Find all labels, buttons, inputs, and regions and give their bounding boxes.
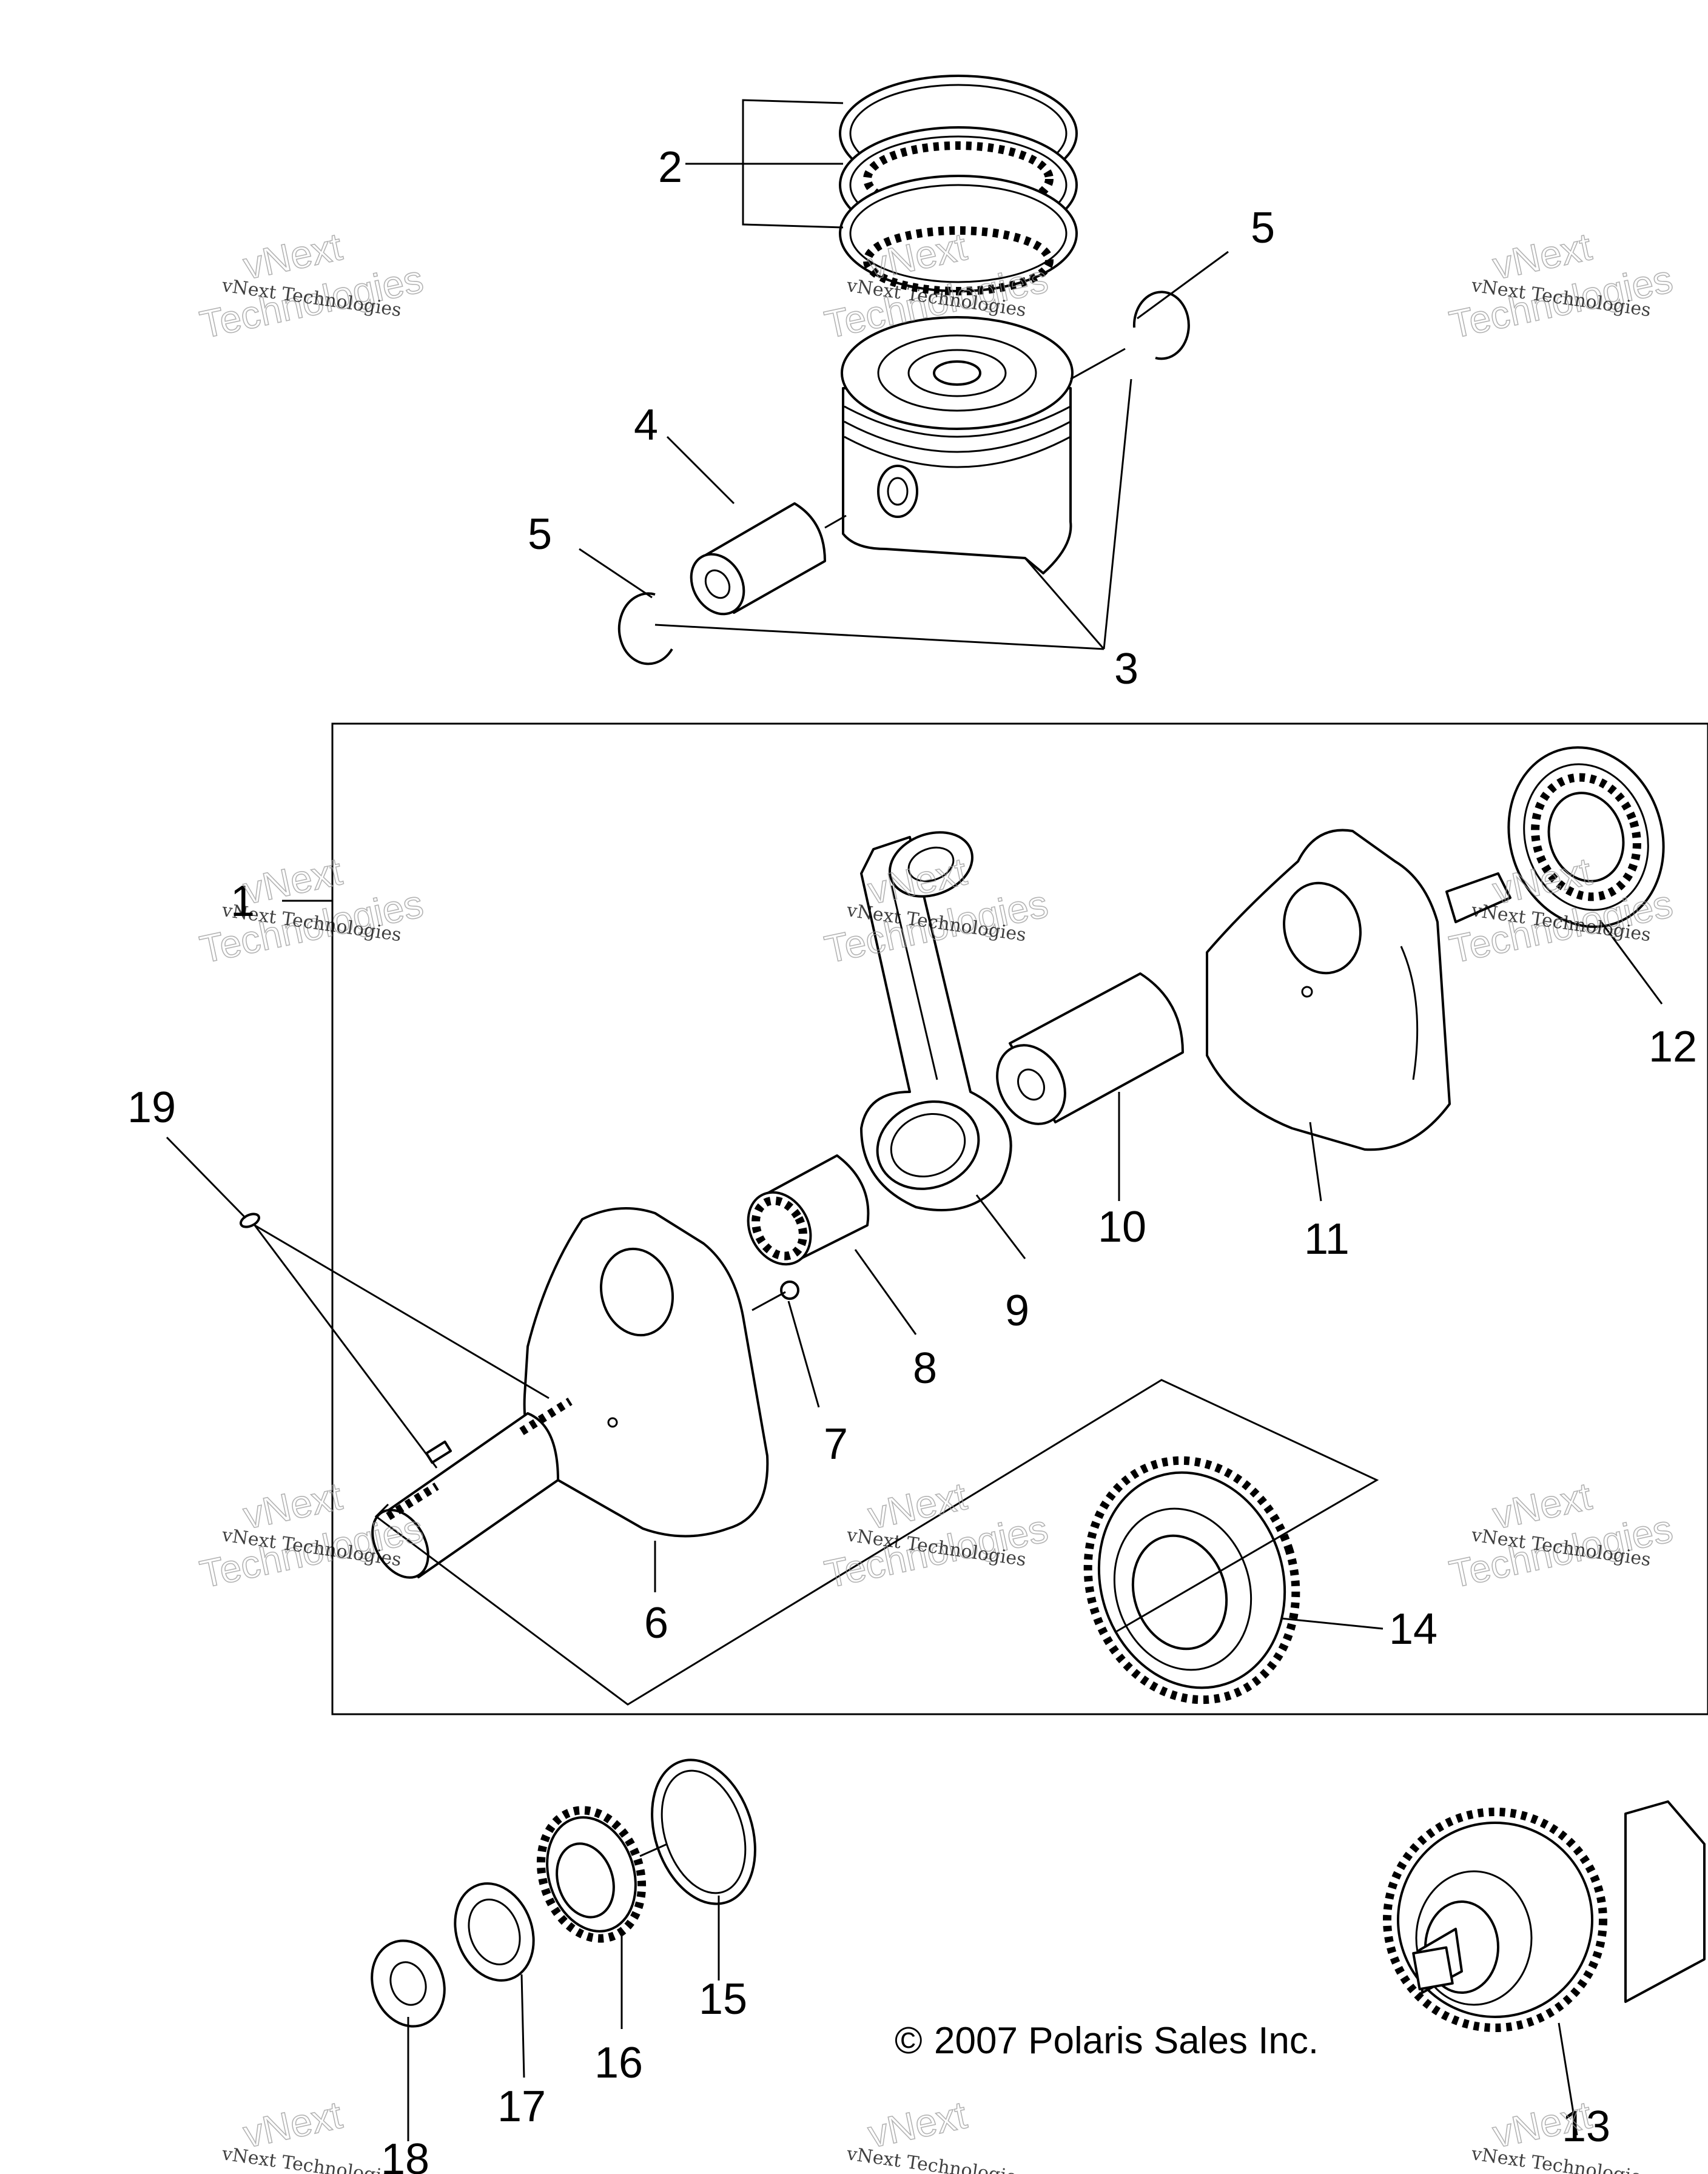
callout-8: 8 xyxy=(913,1344,937,1393)
svg-text:vNext Technologies: vNext Technologies xyxy=(845,2143,1027,2174)
callout-5: 5 xyxy=(1251,204,1275,252)
callout-6: 6 xyxy=(644,1599,668,1647)
circlip-right xyxy=(1132,291,1190,360)
watermark: vNext vNext Technologies xyxy=(845,2092,1027,2174)
callout-3: 3 xyxy=(1114,645,1138,693)
piston-pin xyxy=(690,502,847,616)
piston-rings xyxy=(839,75,1078,295)
crank-pin xyxy=(996,972,1184,1125)
crankshaft-half-left xyxy=(371,1207,769,1579)
callout-12: 12 xyxy=(1649,1023,1697,1071)
copyright-notice: © 2007 Polaris Sales Inc. xyxy=(895,2020,1319,2062)
watermark: vNext Technologies vNext Technologies xyxy=(1445,224,1677,347)
callout-1: 1 xyxy=(230,877,255,926)
callout-19: 19 xyxy=(127,1083,176,1132)
watermark: vNext Technologies vNext Technologies xyxy=(196,224,428,347)
sprocket xyxy=(536,1806,668,1943)
ball-bearing xyxy=(1507,746,1665,928)
callout-17: 17 xyxy=(497,2082,546,2131)
piston xyxy=(841,316,1074,574)
svg-text:vNext Technologies: vNext Technologies xyxy=(1470,2143,1652,2174)
watermark: vNext Technologies vNext Technologies xyxy=(196,849,428,972)
callout-15: 15 xyxy=(699,1975,747,2024)
copyright-text: 2007 Polaris Sales Inc. xyxy=(934,2020,1319,2062)
shim-washer xyxy=(651,1758,756,1905)
callouts: 2 5 4 5 3 1 12 19 10 11 9 8 7 6 14 15 16… xyxy=(127,143,1697,2174)
svg-text:vNext Technologies: vNext Technologies xyxy=(220,2143,403,2174)
drive-gear xyxy=(1083,1456,1300,1705)
leader-lines xyxy=(166,99,1663,2141)
copyright-symbol: © xyxy=(895,2020,923,2062)
callout-9: 9 xyxy=(1005,1287,1029,1335)
callout-10: 10 xyxy=(1098,1203,1146,1251)
ball xyxy=(780,1281,799,1300)
needle-bearing xyxy=(747,1154,870,1266)
callout-11: 11 xyxy=(1304,1215,1350,1264)
connecting-rod xyxy=(860,831,1012,1211)
callout-7: 7 xyxy=(824,1420,848,1469)
svg-text:vNext: vNext xyxy=(240,2093,346,2156)
watermark: vNext Technologies vNext Technologies xyxy=(821,1473,1052,1597)
watermark: vNext Technologies vNext Technologies xyxy=(1445,1473,1677,1597)
callout-5: 5 xyxy=(528,510,552,559)
callout-16: 16 xyxy=(594,2039,643,2087)
crankshaft-half-right xyxy=(1206,829,1511,1151)
callout-2: 2 xyxy=(658,143,682,192)
crankshaft-assembly-frame xyxy=(331,722,1708,1715)
watermark: vNext Technologies vNext Technologies xyxy=(196,1473,428,1597)
watermark: vNext vNext Technologies xyxy=(220,2092,403,2174)
callout-18: 18 xyxy=(381,2135,429,2174)
callout-14: 14 xyxy=(1389,1605,1437,1654)
circlip-left xyxy=(617,592,673,665)
svg-text:vNext: vNext xyxy=(864,2093,970,2156)
flange-nut xyxy=(371,1939,446,2028)
balancer-shaft xyxy=(1383,1800,1706,2032)
nut xyxy=(454,1882,535,1982)
callout-13: 13 xyxy=(1562,2102,1610,2151)
callout-4: 4 xyxy=(634,401,658,449)
watermark: vNext vNext Technologies xyxy=(1470,2092,1652,2174)
